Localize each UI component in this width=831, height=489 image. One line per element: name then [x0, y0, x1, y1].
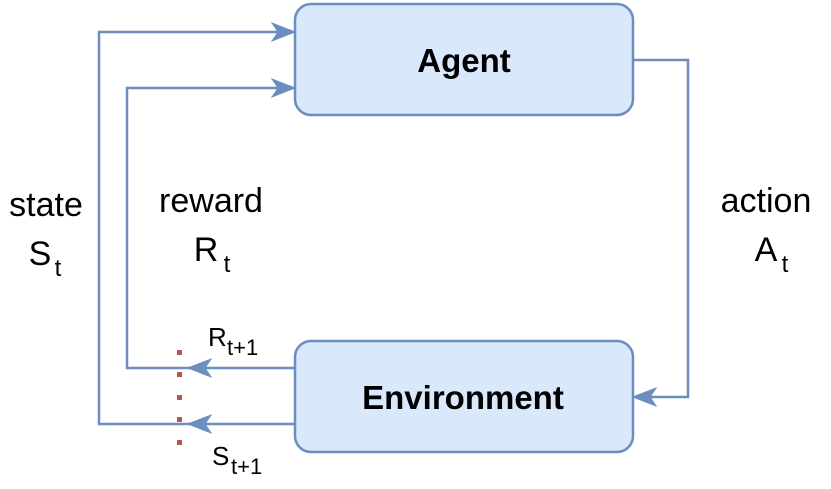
next-state-symbol: S [212, 441, 229, 471]
state-subscript: t [55, 255, 62, 282]
state-connector [97, 21, 297, 435]
state-label-group: state S t [9, 186, 83, 282]
next-state-arrowhead-icon [186, 413, 213, 435]
action-label-group: action A t [721, 182, 812, 278]
reward-label-group: reward R t [159, 182, 263, 278]
next-reward-subscript: t+1 [227, 335, 258, 360]
state-symbol: S [29, 235, 52, 273]
time-step-separator [177, 350, 182, 445]
action-symbol: A [755, 231, 778, 269]
agent-label: Agent [417, 42, 511, 79]
environment-label: Environment [362, 379, 564, 416]
environment-node[interactable]: Environment [293, 339, 635, 454]
next-state-label-group: S t+1 [212, 441, 262, 479]
separator-dot [177, 417, 182, 422]
next-reward-arrowhead-icon [186, 357, 213, 379]
action-line [633, 58, 690, 399]
next-reward-label-group: R t+1 [208, 322, 258, 360]
state-word-label: state [9, 186, 83, 224]
separator-dot [177, 350, 182, 355]
next-reward-symbol: R [208, 322, 227, 352]
state-arrowhead-icon [270, 21, 297, 43]
reward-connector [125, 77, 297, 379]
environment-box[interactable] [293, 339, 635, 454]
action-word-label: action [721, 182, 812, 220]
separator-dot [177, 372, 182, 377]
separator-dot [177, 440, 182, 445]
agent-box[interactable] [293, 2, 635, 117]
agent-node[interactable]: Agent [293, 2, 635, 117]
reward-line [125, 86, 295, 370]
separator-dot [177, 395, 182, 400]
next-state-subscript: t+1 [231, 454, 262, 479]
reward-symbol: R [194, 231, 219, 269]
reward-subscript: t [224, 251, 231, 278]
action-arrowhead-icon [631, 386, 658, 408]
action-subscript: t [782, 251, 789, 278]
reward-arrowhead-icon [270, 77, 297, 99]
reward-word-label: reward [159, 182, 263, 220]
action-connector [631, 58, 690, 408]
